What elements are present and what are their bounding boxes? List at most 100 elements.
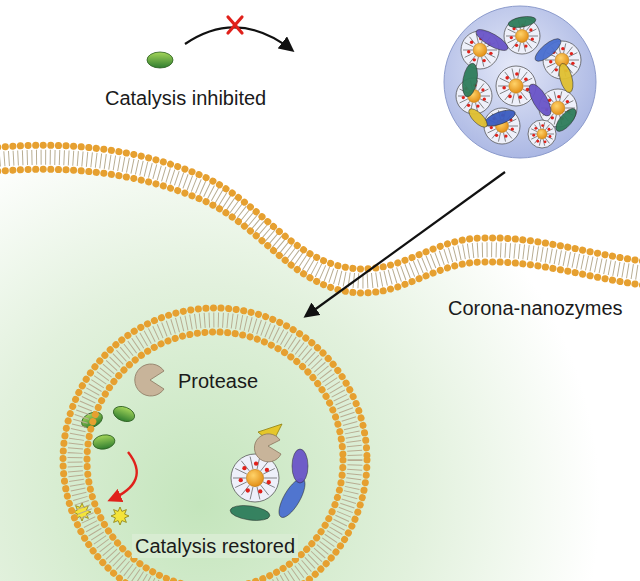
shape xyxy=(481,96,490,97)
shape xyxy=(545,125,549,130)
protein xyxy=(507,15,536,30)
shape xyxy=(554,91,556,101)
corona-cluster xyxy=(444,6,596,158)
shape xyxy=(258,489,262,493)
shape xyxy=(464,101,470,108)
product xyxy=(111,507,129,525)
shape xyxy=(489,52,492,55)
shape xyxy=(506,131,512,138)
shape xyxy=(539,122,540,129)
shape xyxy=(566,100,569,103)
nanozyme-cluster xyxy=(456,15,581,148)
shape xyxy=(235,482,247,488)
shape xyxy=(528,29,536,33)
shape xyxy=(0,157,640,281)
shape xyxy=(510,36,513,39)
shape xyxy=(537,129,547,139)
shape xyxy=(254,461,258,465)
shape xyxy=(529,28,532,31)
shape xyxy=(554,115,556,125)
shape xyxy=(470,41,473,44)
shape xyxy=(487,50,497,51)
shape xyxy=(512,68,514,78)
shape xyxy=(511,128,514,131)
shape xyxy=(515,44,518,47)
shape xyxy=(535,125,539,130)
uptake-arrow xyxy=(306,172,505,316)
shape xyxy=(495,134,498,137)
vesicle-membrane xyxy=(63,308,367,581)
protein xyxy=(556,62,575,94)
products xyxy=(73,503,129,525)
shape xyxy=(473,43,487,57)
cell-membrane xyxy=(0,145,640,293)
shape xyxy=(239,478,243,482)
shape xyxy=(526,88,530,92)
shape xyxy=(512,93,514,103)
shape xyxy=(467,50,470,53)
shape xyxy=(75,320,355,581)
shape xyxy=(544,140,547,143)
shape xyxy=(228,17,242,33)
shape xyxy=(265,468,269,472)
shape xyxy=(561,47,564,50)
shape xyxy=(551,101,565,115)
protein xyxy=(532,35,564,65)
shape xyxy=(548,128,551,131)
shape xyxy=(469,37,475,45)
shape xyxy=(263,468,275,474)
shape xyxy=(508,39,516,43)
shape xyxy=(535,138,539,143)
shape xyxy=(462,96,465,99)
shape xyxy=(524,77,528,81)
shape xyxy=(467,104,470,107)
shape xyxy=(534,127,537,130)
shape xyxy=(473,58,476,61)
shape xyxy=(569,60,579,61)
shape xyxy=(555,68,558,71)
shape xyxy=(508,95,512,99)
protease xyxy=(135,364,164,396)
shape xyxy=(267,480,271,484)
protein xyxy=(525,81,555,119)
shape xyxy=(460,99,468,103)
cross-mark xyxy=(228,17,242,33)
protein xyxy=(292,449,308,483)
shape xyxy=(547,134,554,135)
shape xyxy=(516,30,529,43)
vesicle: ProteaseCatalysis restored xyxy=(60,305,370,581)
shape xyxy=(478,101,484,108)
shape xyxy=(241,485,249,495)
shape xyxy=(518,43,520,52)
shape xyxy=(569,53,578,57)
shape xyxy=(521,72,527,80)
shape xyxy=(531,136,537,139)
shape xyxy=(529,36,538,37)
fragment xyxy=(111,404,136,425)
protease-label: Protease xyxy=(178,369,258,393)
shape xyxy=(250,457,253,470)
shape xyxy=(557,95,560,98)
shape xyxy=(563,95,569,103)
protein xyxy=(483,107,517,129)
shape xyxy=(0,169,640,293)
shape xyxy=(547,129,553,132)
shape xyxy=(531,38,534,41)
shape xyxy=(228,17,242,33)
shape xyxy=(63,308,367,581)
shape xyxy=(469,56,475,64)
protein xyxy=(466,106,490,130)
shape xyxy=(246,488,250,492)
shape xyxy=(500,89,509,94)
shape xyxy=(526,41,532,48)
shape xyxy=(0,145,640,269)
shape xyxy=(570,52,573,55)
shape xyxy=(498,133,500,142)
shape xyxy=(515,72,519,76)
shape xyxy=(528,120,556,148)
shape xyxy=(505,76,509,80)
shape xyxy=(480,89,488,93)
micelle xyxy=(528,120,556,148)
fragment xyxy=(92,433,116,451)
